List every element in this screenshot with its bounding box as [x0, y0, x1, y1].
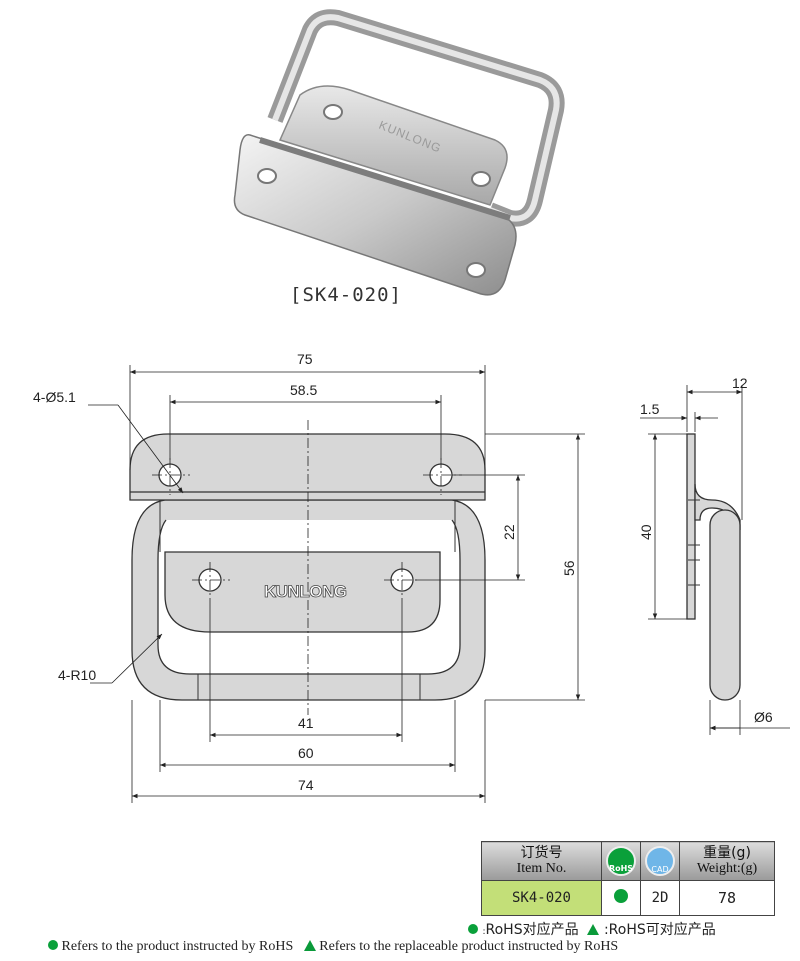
dim-mid-width: 60	[298, 745, 314, 761]
rohs-dot-icon	[468, 924, 478, 934]
dim-width-bottom: 74	[298, 777, 314, 793]
header-rohs: RoHS	[601, 841, 641, 881]
side-handle	[709, 509, 741, 701]
front-view	[129, 433, 486, 701]
legend-cn: :RoHS对应产品 :RoHS可对应产品	[468, 919, 716, 939]
weight-value: 78	[679, 880, 775, 916]
legend-en: Refers to the product instructed by RoHS…	[48, 939, 618, 955]
dim-thickness-side: 1.5	[640, 401, 660, 417]
cad-badge-icon: CAD	[645, 846, 675, 876]
replaceable-triangle-icon	[303, 940, 316, 951]
product-photo: KUNLONG	[233, 9, 565, 296]
rohs-value	[601, 880, 641, 916]
dim-width-top: 75	[297, 351, 313, 367]
dim-hole-offset: 22	[501, 524, 517, 540]
technical-drawing: KUNLONG 75 58.5 4-Ø5.1 22 56 4-R10 41 60…	[33, 351, 790, 803]
cad-value: 2D	[640, 880, 680, 916]
header-item-no: 订货号 Item No.	[481, 841, 602, 881]
front-top-plate	[129, 433, 486, 501]
photo-caption: [SK4-020]	[290, 284, 402, 306]
rohs-dot-icon	[48, 940, 58, 950]
header-cad: CAD	[640, 841, 680, 881]
dim-height-side: 40	[638, 524, 654, 540]
rohs-dot-icon	[614, 889, 628, 903]
dim-inner-width: 41	[298, 715, 314, 731]
header-weight: 重量(g) Weight:(g)	[679, 841, 775, 881]
dim-hole-diameter: 4-Ø5.1	[33, 389, 76, 405]
dim-radius: 4-R10	[58, 667, 96, 683]
side-view	[686, 433, 741, 701]
front-brand-engraving: KUNLONG	[264, 582, 347, 601]
dim-wire-diameter: Ø6	[754, 709, 773, 725]
dim-hole-spacing: 58.5	[290, 382, 317, 398]
item-no-value: SK4-020	[481, 880, 602, 916]
dim-height-front: 56	[561, 560, 577, 576]
dim-depth-side: 12	[732, 375, 748, 391]
front-inner-plate	[164, 551, 441, 633]
photo-lower-plate	[233, 134, 517, 296]
rohs-badge-icon: RoHS	[606, 846, 636, 876]
spec-table: 订货号 Item No. RoHS CAD 重量(g) Weight:(g) S…	[481, 841, 775, 916]
replaceable-triangle-icon	[587, 924, 600, 935]
